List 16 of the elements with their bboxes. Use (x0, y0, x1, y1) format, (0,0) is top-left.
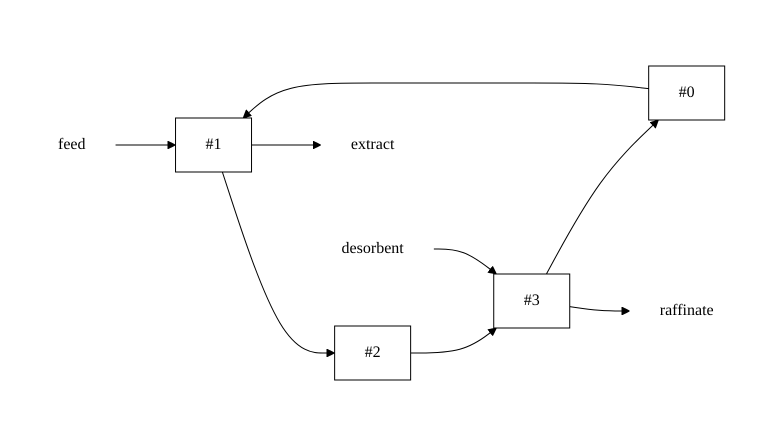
arrow (432, 248, 497, 274)
arrow (410, 328, 497, 354)
arrow (546, 120, 658, 274)
arrow (568, 306, 630, 316)
node-box: #3 (492, 274, 570, 328)
node-text: extract (350, 136, 394, 153)
node-box: #2 (334, 326, 411, 380)
arrow (222, 172, 335, 358)
node-text: desorbent (341, 240, 404, 257)
node-box: #1 (174, 118, 252, 172)
arrow (250, 140, 321, 150)
node-box: #0 (648, 66, 725, 120)
node-text: raffinate (659, 302, 714, 319)
node-text: feed (58, 136, 86, 153)
arrow (114, 140, 176, 150)
arrow (242, 82, 649, 118)
